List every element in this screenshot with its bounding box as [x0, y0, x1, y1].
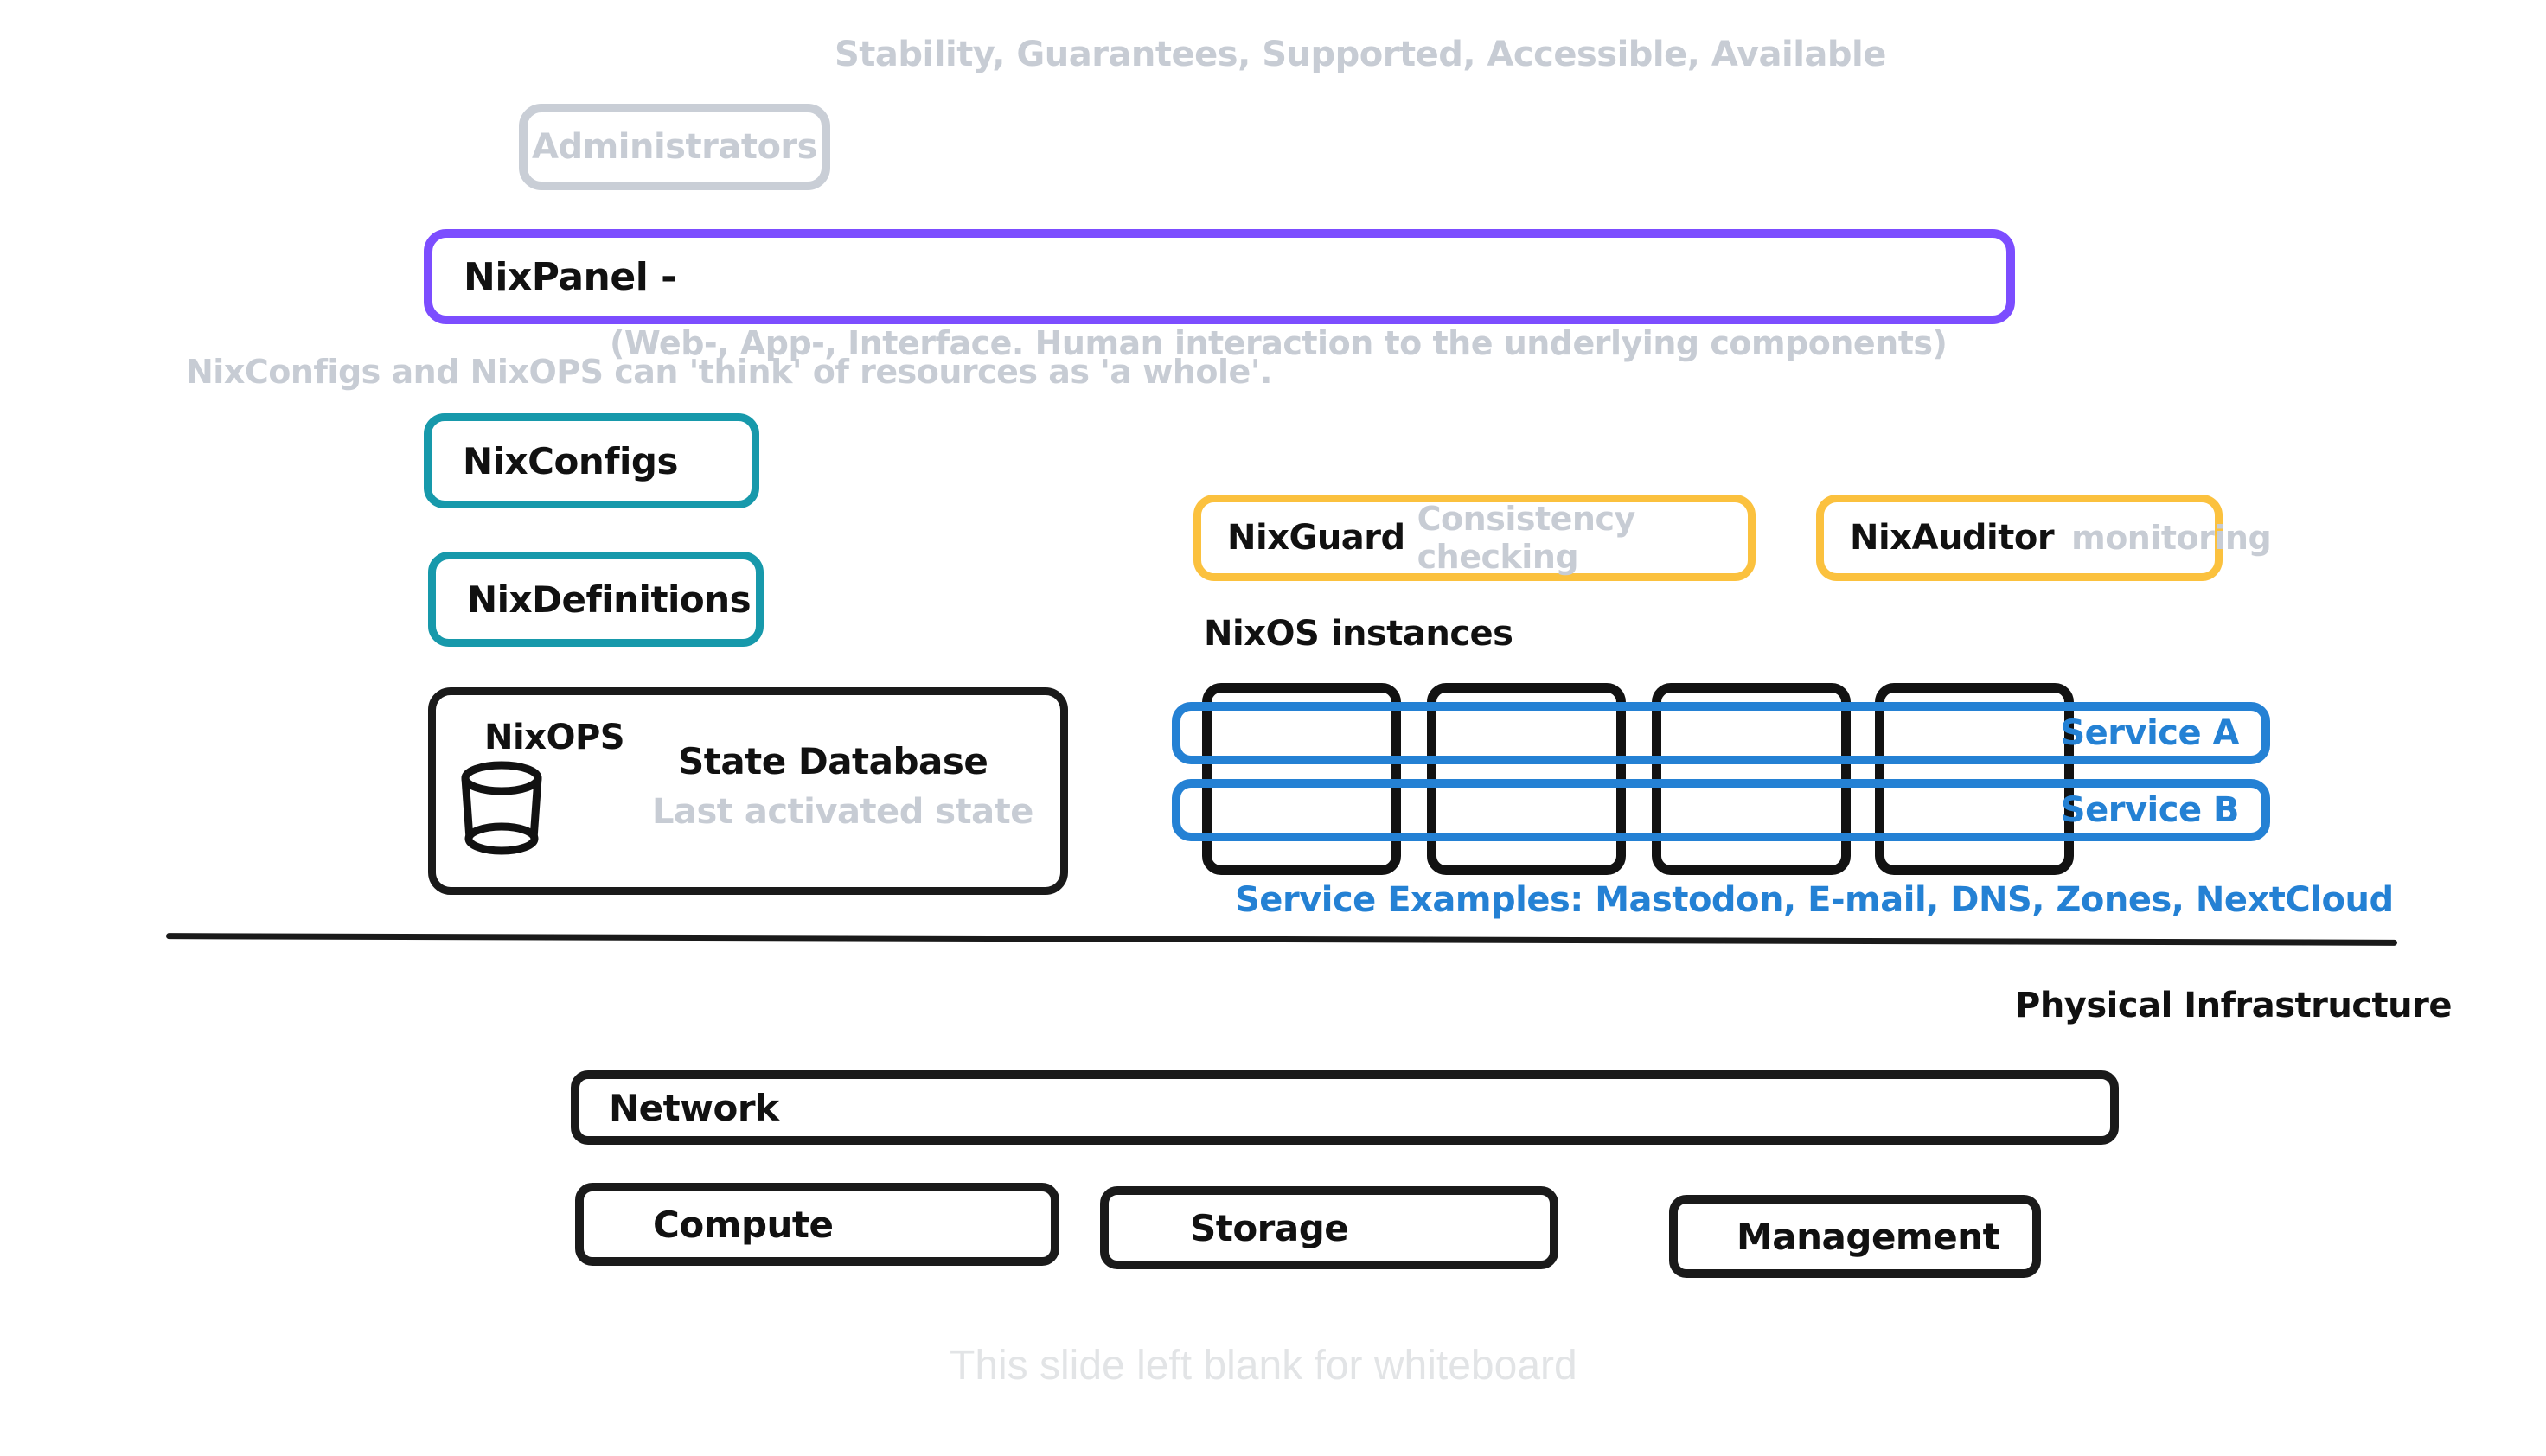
- nixauditor-box[interactable]: NixAuditor monitoring: [1816, 495, 2272, 581]
- state-database-title: State Database: [678, 740, 988, 782]
- compute-box[interactable]: Compute: [575, 1183, 1059, 1266]
- storage-label: Storage: [1190, 1206, 1349, 1249]
- stability-caption: Stability, Guarantees, Supported, Access…: [835, 35, 1886, 74]
- whiteboard-note: This slide left blank for whiteboard: [950, 1343, 1577, 1389]
- management-box[interactable]: Management: [1669, 1195, 2041, 1278]
- service-bar-a[interactable]: Service A: [1172, 702, 2270, 764]
- nixguard-sublabel: Consistency checking: [1417, 500, 1636, 576]
- nixauditor-label: NixAuditor: [1850, 518, 2055, 558]
- service-a-label: Service A: [2060, 713, 2239, 753]
- service-examples-caption: Service Examples: Mastodon, E-mail, DNS,…: [1235, 880, 2394, 920]
- nixops-box[interactable]: NixOPS State Database Last activated sta…: [428, 687, 1068, 895]
- nixpanel-label: NixPanel -: [464, 254, 676, 299]
- nixpanel-detail-caption: (Web-, App-, Interface. Human interactio…: [610, 324, 1948, 362]
- service-b-label: Service B: [2060, 790, 2240, 830]
- management-label: Management: [1737, 1215, 2000, 1258]
- network-label: Network: [609, 1086, 779, 1129]
- service-bar-b[interactable]: Service B: [1172, 779, 2270, 841]
- nixauditor-sublabel: monitoring: [2071, 519, 2272, 557]
- nixpanel-box[interactable]: NixPanel -: [424, 229, 2015, 324]
- storage-box[interactable]: Storage: [1100, 1186, 1558, 1269]
- nixconfigs-label: NixConfigs: [463, 439, 678, 482]
- physical-infrastructure-label: Physical Infrastructure: [2015, 986, 2453, 1025]
- database-cylinder-icon: [461, 761, 542, 855]
- nixguard-box[interactable]: NixGuard Consistency checking: [1193, 495, 1756, 581]
- nixdefinitions-label: NixDefinitions: [467, 578, 752, 621]
- nixconfigs-box[interactable]: NixConfigs: [424, 413, 759, 508]
- network-box[interactable]: Network: [571, 1070, 2119, 1145]
- nixos-instances-label: NixOS instances: [1204, 614, 1513, 654]
- administrators-label: Administrators: [532, 127, 817, 167]
- administrators-box[interactable]: Administrators: [519, 104, 830, 190]
- nixdefinitions-box[interactable]: NixDefinitions: [428, 552, 764, 647]
- state-database-sublabel: Last activated state: [652, 792, 1033, 832]
- compute-label: Compute: [653, 1203, 834, 1246]
- nixops-title: NixOPS: [484, 718, 625, 757]
- physical-infrastructure-divider: [165, 933, 2398, 946]
- think-as-whole-caption: NixConfigs and NixOPS can 'think' of res…: [186, 353, 1272, 391]
- nixguard-label: NixGuard: [1227, 518, 1405, 558]
